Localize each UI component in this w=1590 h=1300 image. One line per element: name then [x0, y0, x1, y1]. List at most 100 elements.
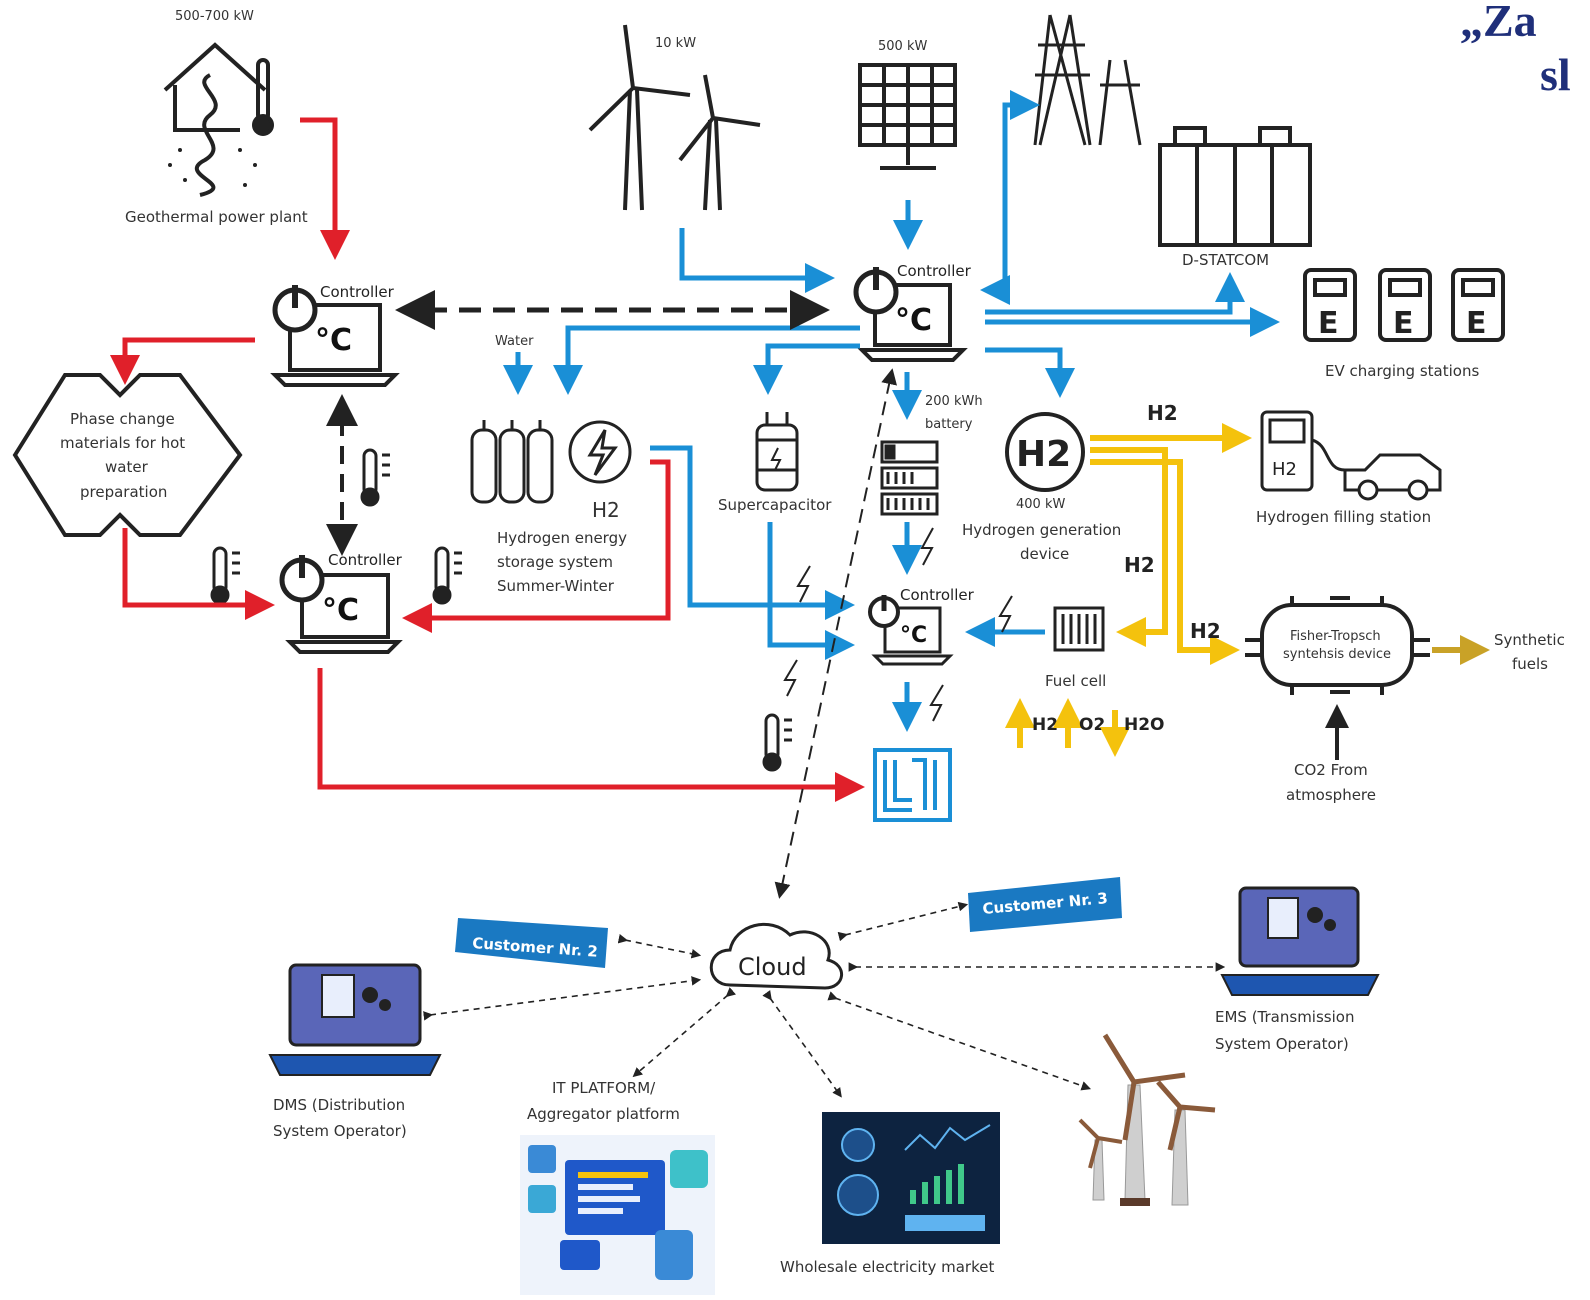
- ft-line-2: syntehsis device: [1283, 647, 1391, 662]
- supercapacitor-label: Supercapacitor: [718, 496, 832, 514]
- fischer-tropsch-device: [1245, 596, 1430, 695]
- dms-monitor-icon: [268, 963, 442, 1076]
- controller-celsius: °C: [315, 323, 352, 358]
- fuel-cell-icon: [1053, 606, 1105, 652]
- battery-line-2: battery: [925, 417, 973, 432]
- ems-line-1: EMS (Transmission: [1215, 1008, 1354, 1026]
- building-load-icon: [873, 748, 952, 822]
- controller-celsius: °C: [895, 303, 932, 338]
- it-platform-illustration: [520, 1135, 715, 1295]
- h2-storage-line-2: storage system: [497, 553, 613, 571]
- h2-device-line-2: device: [1020, 545, 1069, 563]
- co2-line-2: atmosphere: [1286, 786, 1376, 804]
- geothermal-capacity-label: 500-700 kW: [175, 9, 254, 24]
- thermometer-icon: [210, 546, 240, 605]
- hydrogen-filling-station: [1260, 410, 1442, 501]
- co2-line-1: CO2 From: [1294, 761, 1368, 779]
- water-label: Water: [495, 334, 534, 349]
- wholesale-market-illustration: [822, 1112, 1000, 1244]
- solar-panel-icon: [858, 63, 957, 170]
- hydrogen-generation-device: H2 400 kW Hydrogen generation device: [962, 412, 1121, 563]
- pcm-line-2: materials for hot: [60, 434, 185, 452]
- ev-charging-stations: E E E EV charging stations: [1303, 268, 1505, 380]
- it-line-1: IT PLATFORM/: [552, 1079, 656, 1097]
- hydrogen-cylinders-icon: [470, 420, 554, 504]
- solar-capacity-label: 500 kW: [878, 39, 927, 54]
- phase-change-materials: Phase change materials for hot water pre…: [12, 373, 243, 537]
- dms-line-2: System Operator): [273, 1122, 407, 1140]
- ft-line-1: Fisher-Tropsch: [1290, 629, 1381, 644]
- fuel-cell-label: Fuel cell: [1045, 672, 1106, 690]
- ems-monitor-icon: [1220, 886, 1380, 996]
- dms-line-1: DMS (Distribution: [273, 1096, 405, 1114]
- controller-middle-center: °C Controller: [868, 586, 975, 666]
- pcm-line-4: preparation: [80, 483, 167, 501]
- h2-device-capacity: 400 kW: [1016, 497, 1065, 512]
- controller-top-left: °C Controller: [270, 283, 400, 387]
- title-line-2: sl: [1540, 49, 1571, 100]
- thermometer-icon: [432, 546, 462, 605]
- controller-top-center: °C Controller: [853, 262, 972, 362]
- fuel-cell-io: H2 O2 H2O: [1005, 698, 1165, 757]
- market-label: Wholesale electricity market: [780, 1258, 994, 1276]
- heat-flows: [110, 117, 865, 802]
- customer-3-tag: Customer Nr. 3: [968, 877, 1122, 932]
- wind-turbine-icon: [588, 24, 761, 211]
- h2-generator-symbol: H2: [1016, 434, 1071, 475]
- h2-station-symbol: H2: [1272, 459, 1297, 480]
- h2-storage-symbol: H2: [592, 498, 620, 522]
- synthetic-line-1: Synthetic: [1494, 631, 1565, 649]
- thermometer-icon: [762, 713, 792, 772]
- fc-h2o: H2O: [1124, 715, 1165, 735]
- hydrogen-flows: [1090, 423, 1252, 665]
- customer-2-tag: Customer Nr. 2: [455, 918, 608, 968]
- cloud-links: [423, 901, 1226, 1098]
- h2-station-label: Hydrogen filling station: [1256, 508, 1431, 526]
- controller-label: Controller: [320, 283, 395, 301]
- geothermal-power-plant: 500-700 kW Geothermal power plant: [125, 9, 308, 226]
- synthetic-line-2: fuels: [1512, 655, 1548, 673]
- h2-flow-label-3: H2: [1190, 619, 1221, 643]
- cloud-icon: Cloud: [709, 922, 843, 990]
- ev-letter-1: E: [1318, 306, 1339, 341]
- controller-label: Controller: [897, 262, 972, 280]
- page-title: „Za sl: [1460, 0, 1571, 100]
- ev-letter-2: E: [1393, 306, 1414, 341]
- dstatcom-label: D-STATCOM: [1182, 251, 1269, 269]
- control-links: [326, 290, 897, 899]
- h2-flow-label-1: H2: [1147, 401, 1178, 425]
- fc-o2: O2: [1079, 715, 1105, 735]
- pcm-line-1: Phase change: [70, 410, 175, 428]
- pcm-line-3: water: [105, 458, 149, 476]
- thermometer-icon: [360, 448, 390, 507]
- lightning-icon: [783, 527, 1013, 722]
- controller-celsius: °C: [900, 623, 927, 648]
- controller-middle-left: °C Controller: [279, 551, 403, 654]
- ev-letter-3: E: [1466, 306, 1487, 341]
- fc-h2: H2: [1032, 715, 1058, 735]
- controller-label: Controller: [328, 551, 403, 569]
- h2-storage-line-1: Hydrogen energy: [497, 529, 627, 547]
- ev-label: EV charging stations: [1325, 362, 1479, 380]
- battery-line-1: 200 kWh: [925, 394, 983, 409]
- cloud-label: Cloud: [738, 953, 807, 981]
- h2-device-line-1: Hydrogen generation: [962, 521, 1121, 539]
- it-line-2: Aggregator platform: [527, 1105, 680, 1123]
- ems-line-2: System Operator): [1215, 1035, 1349, 1053]
- transmission-tower-icon: [1033, 14, 1142, 146]
- hydrogen-storage-icon: H2: [568, 420, 632, 522]
- h2-flow-label-2: H2: [1124, 553, 1155, 577]
- controller-label: Controller: [900, 586, 975, 604]
- geothermal-label: Geothermal power plant: [125, 208, 308, 226]
- supercapacitor-icon: [755, 412, 799, 492]
- geothermal-ground-dots: [168, 148, 257, 187]
- h2-storage-line-3: Summer-Winter: [497, 577, 615, 595]
- controller-celsius: °C: [322, 593, 359, 628]
- dstatcom-icon: [1158, 126, 1312, 247]
- title-line-1: „Za: [1460, 0, 1537, 46]
- geothermal-house-icon: [163, 42, 274, 197]
- wind-capacity-label: 10 kW: [655, 36, 696, 51]
- battery-icon: [880, 440, 939, 516]
- wind-farm-icon: [1078, 1033, 1216, 1206]
